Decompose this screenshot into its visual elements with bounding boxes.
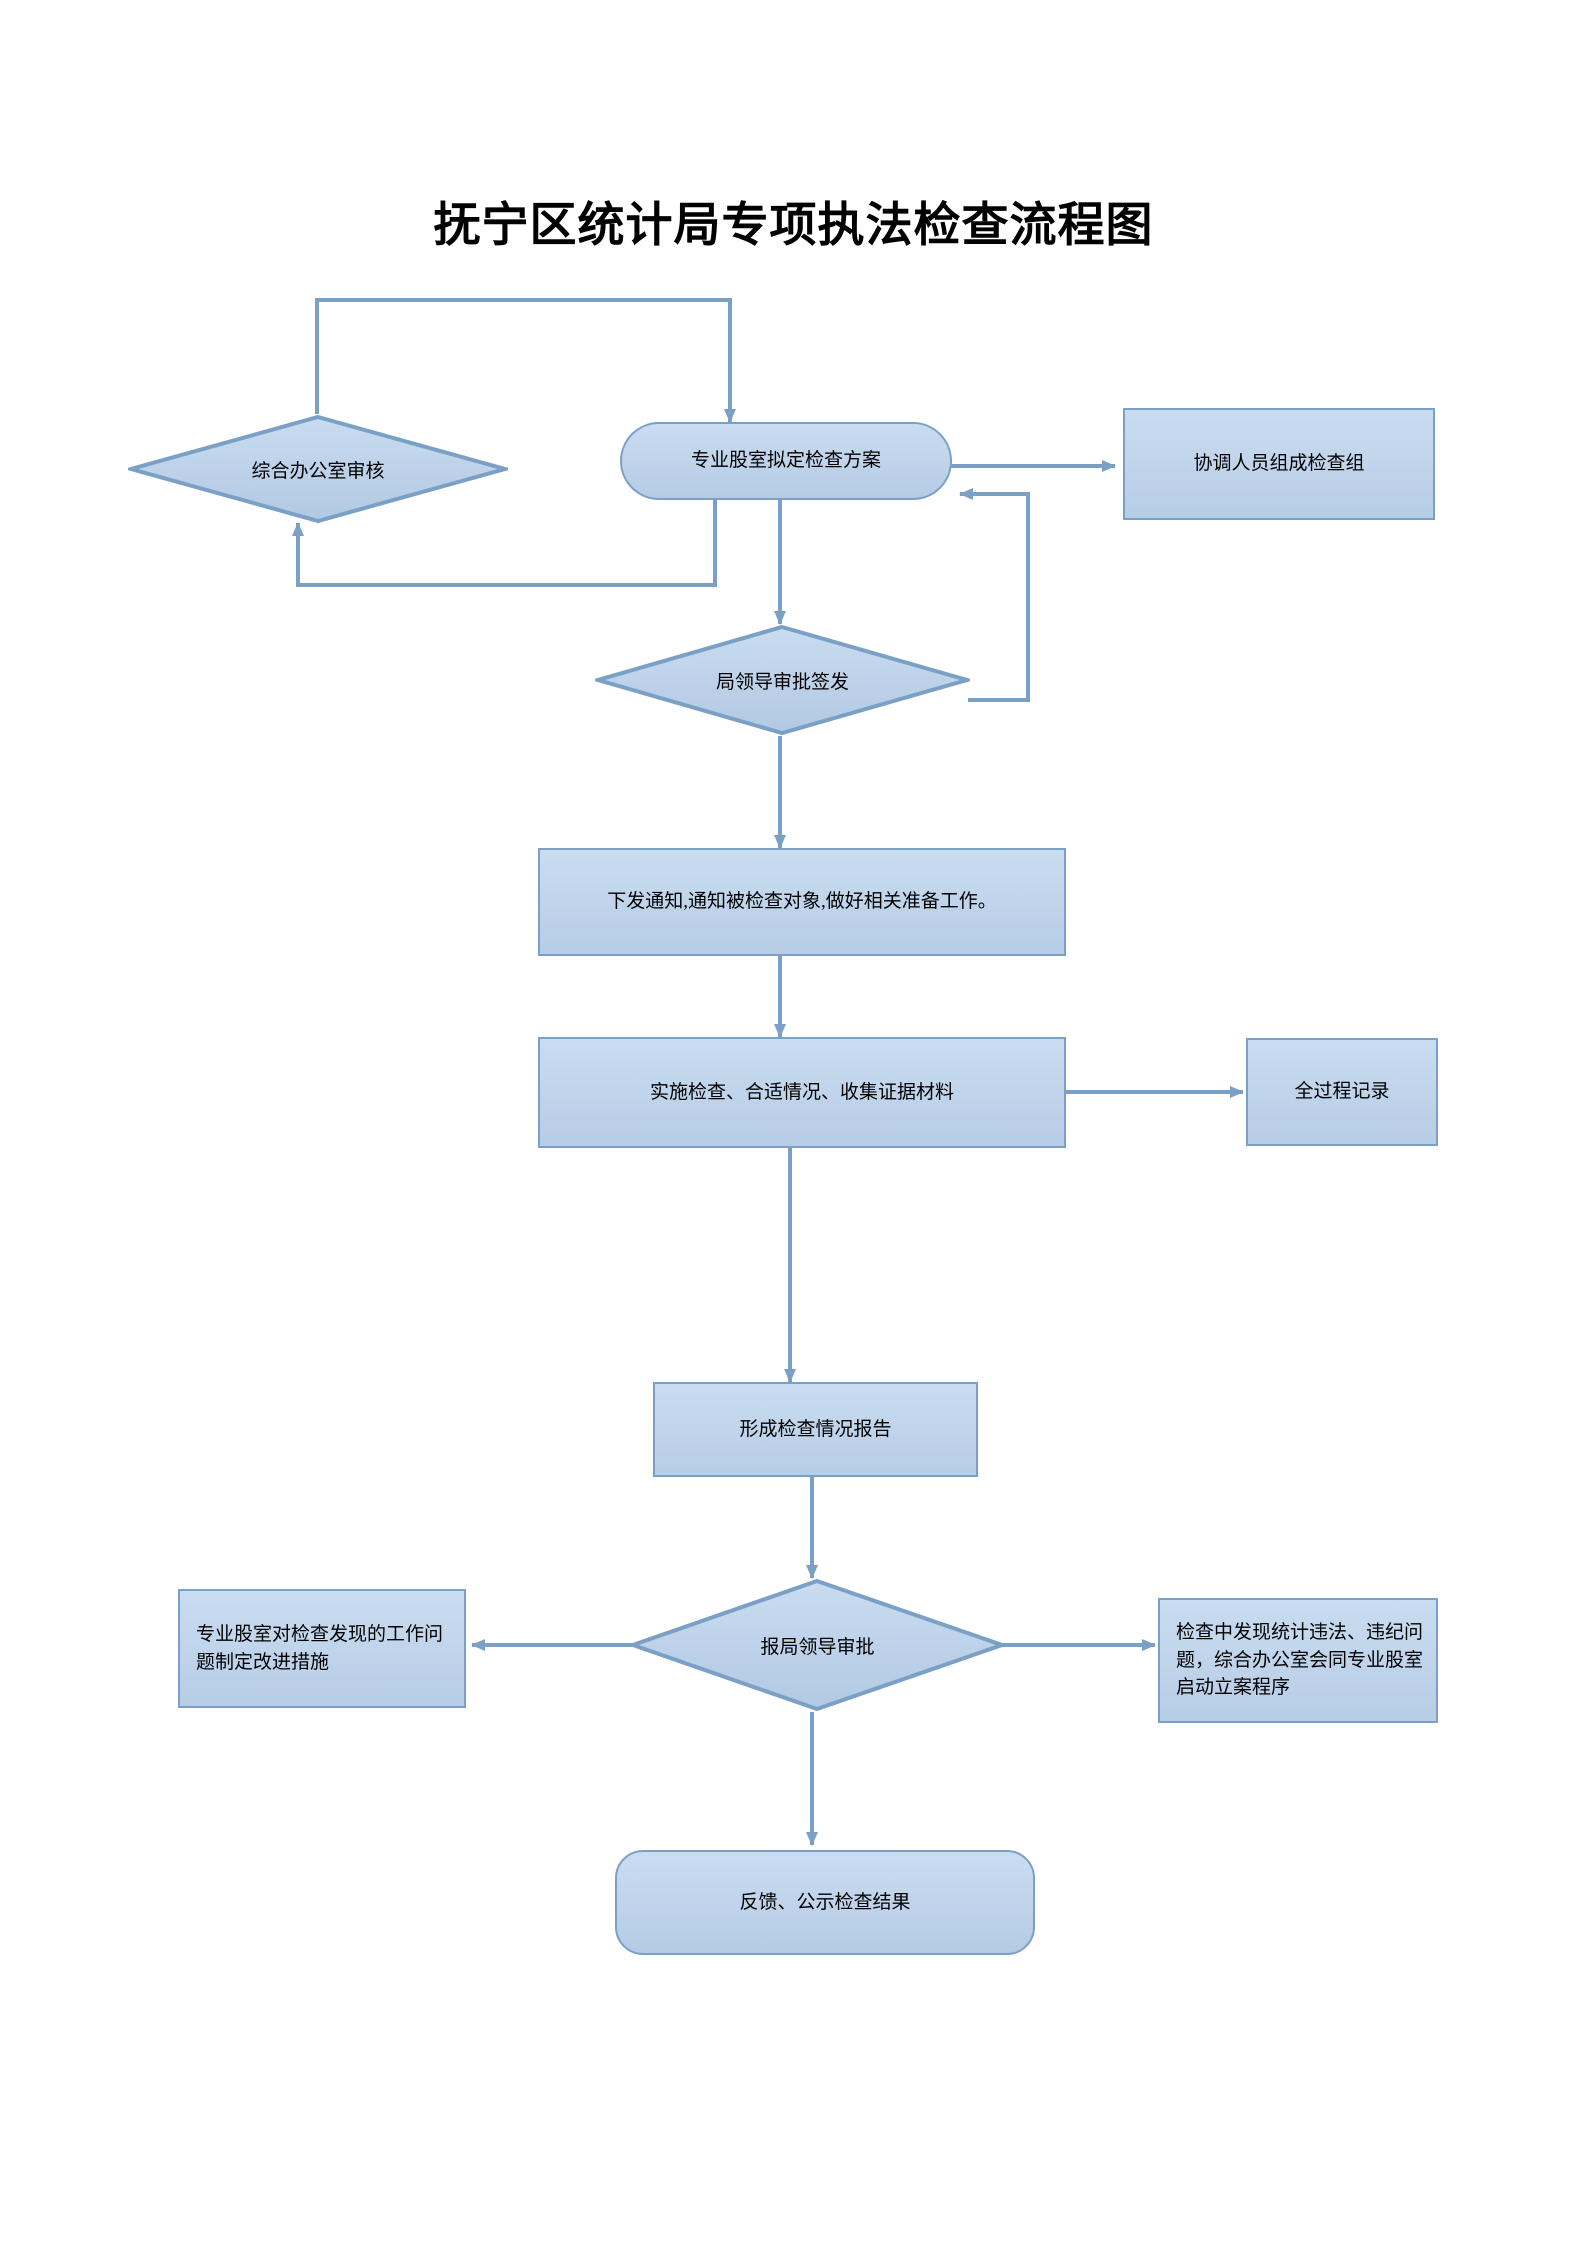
node-improvement-measures[interactable]: 专业股室对检查发现的工作问题制定改进措施 [178, 1589, 466, 1708]
node-conduct-inspection-label: 实施检查、合适情况、收集证据材料 [649, 1081, 954, 1103]
node-leader-approval-sign[interactable]: 局领导审批签发 [595, 624, 970, 736]
node-full-process-record[interactable]: 全过程记录 [1246, 1038, 1438, 1146]
node-issue-notice-label: 下发通知,通知被检查对象,做好相关准备工作。 [607, 891, 997, 913]
page-title: 抚宁区统计局专项执法检查流程图 [433, 200, 1154, 252]
node-improvement-measures-label: 专业股室对检查发现的工作问题制定改进措施 [196, 1623, 444, 1673]
node-report-to-leader[interactable]: 报局领导审批 [630, 1578, 1005, 1712]
node-form-report[interactable]: 形成检查情况报告 [653, 1382, 978, 1477]
node-office-review-label: 综合办公室审核 [251, 460, 385, 482]
node-feedback-publicize-label: 反馈、公示检查结果 [739, 1891, 911, 1913]
node-office-review[interactable]: 综合办公室审核 [128, 414, 508, 524]
node-issue-notice[interactable]: 下发通知,通知被检查对象,做好相关准备工作。 [538, 848, 1066, 956]
edge-office-review-to-draft-plan [315, 298, 736, 423]
node-report-to-leader-label: 报局领导审批 [760, 1636, 875, 1658]
node-draft-plan-label: 专业股室拟定检查方案 [690, 450, 881, 472]
node-start-case-procedure[interactable]: 检查中发现统计违法、违纪问题，综合办公室会同专业股室启动立案程序 [1158, 1598, 1438, 1723]
node-form-team-label: 协调人员组成检查组 [1193, 453, 1365, 475]
node-full-process-record-label: 全过程记录 [1294, 1081, 1390, 1103]
edge-leader-approval-to-draft-plan [959, 488, 1030, 702]
node-feedback-publicize[interactable]: 反馈、公示检查结果 [615, 1850, 1035, 1955]
node-form-report-label: 形成检查情况报告 [739, 1418, 892, 1440]
node-leader-approval-sign-label: 局领导审批签发 [715, 671, 849, 693]
node-form-team[interactable]: 协调人员组成检查组 [1123, 408, 1435, 520]
node-conduct-inspection[interactable]: 实施检查、合适情况、收集证据材料 [538, 1037, 1066, 1148]
edge-draft-plan-to-office-review [292, 498, 717, 587]
node-draft-plan[interactable]: 专业股室拟定检查方案 [620, 422, 952, 500]
node-start-case-procedure-label: 检查中发现统计违法、违纪问题，综合办公室会同专业股室启动立案程序 [1176, 1622, 1424, 1699]
